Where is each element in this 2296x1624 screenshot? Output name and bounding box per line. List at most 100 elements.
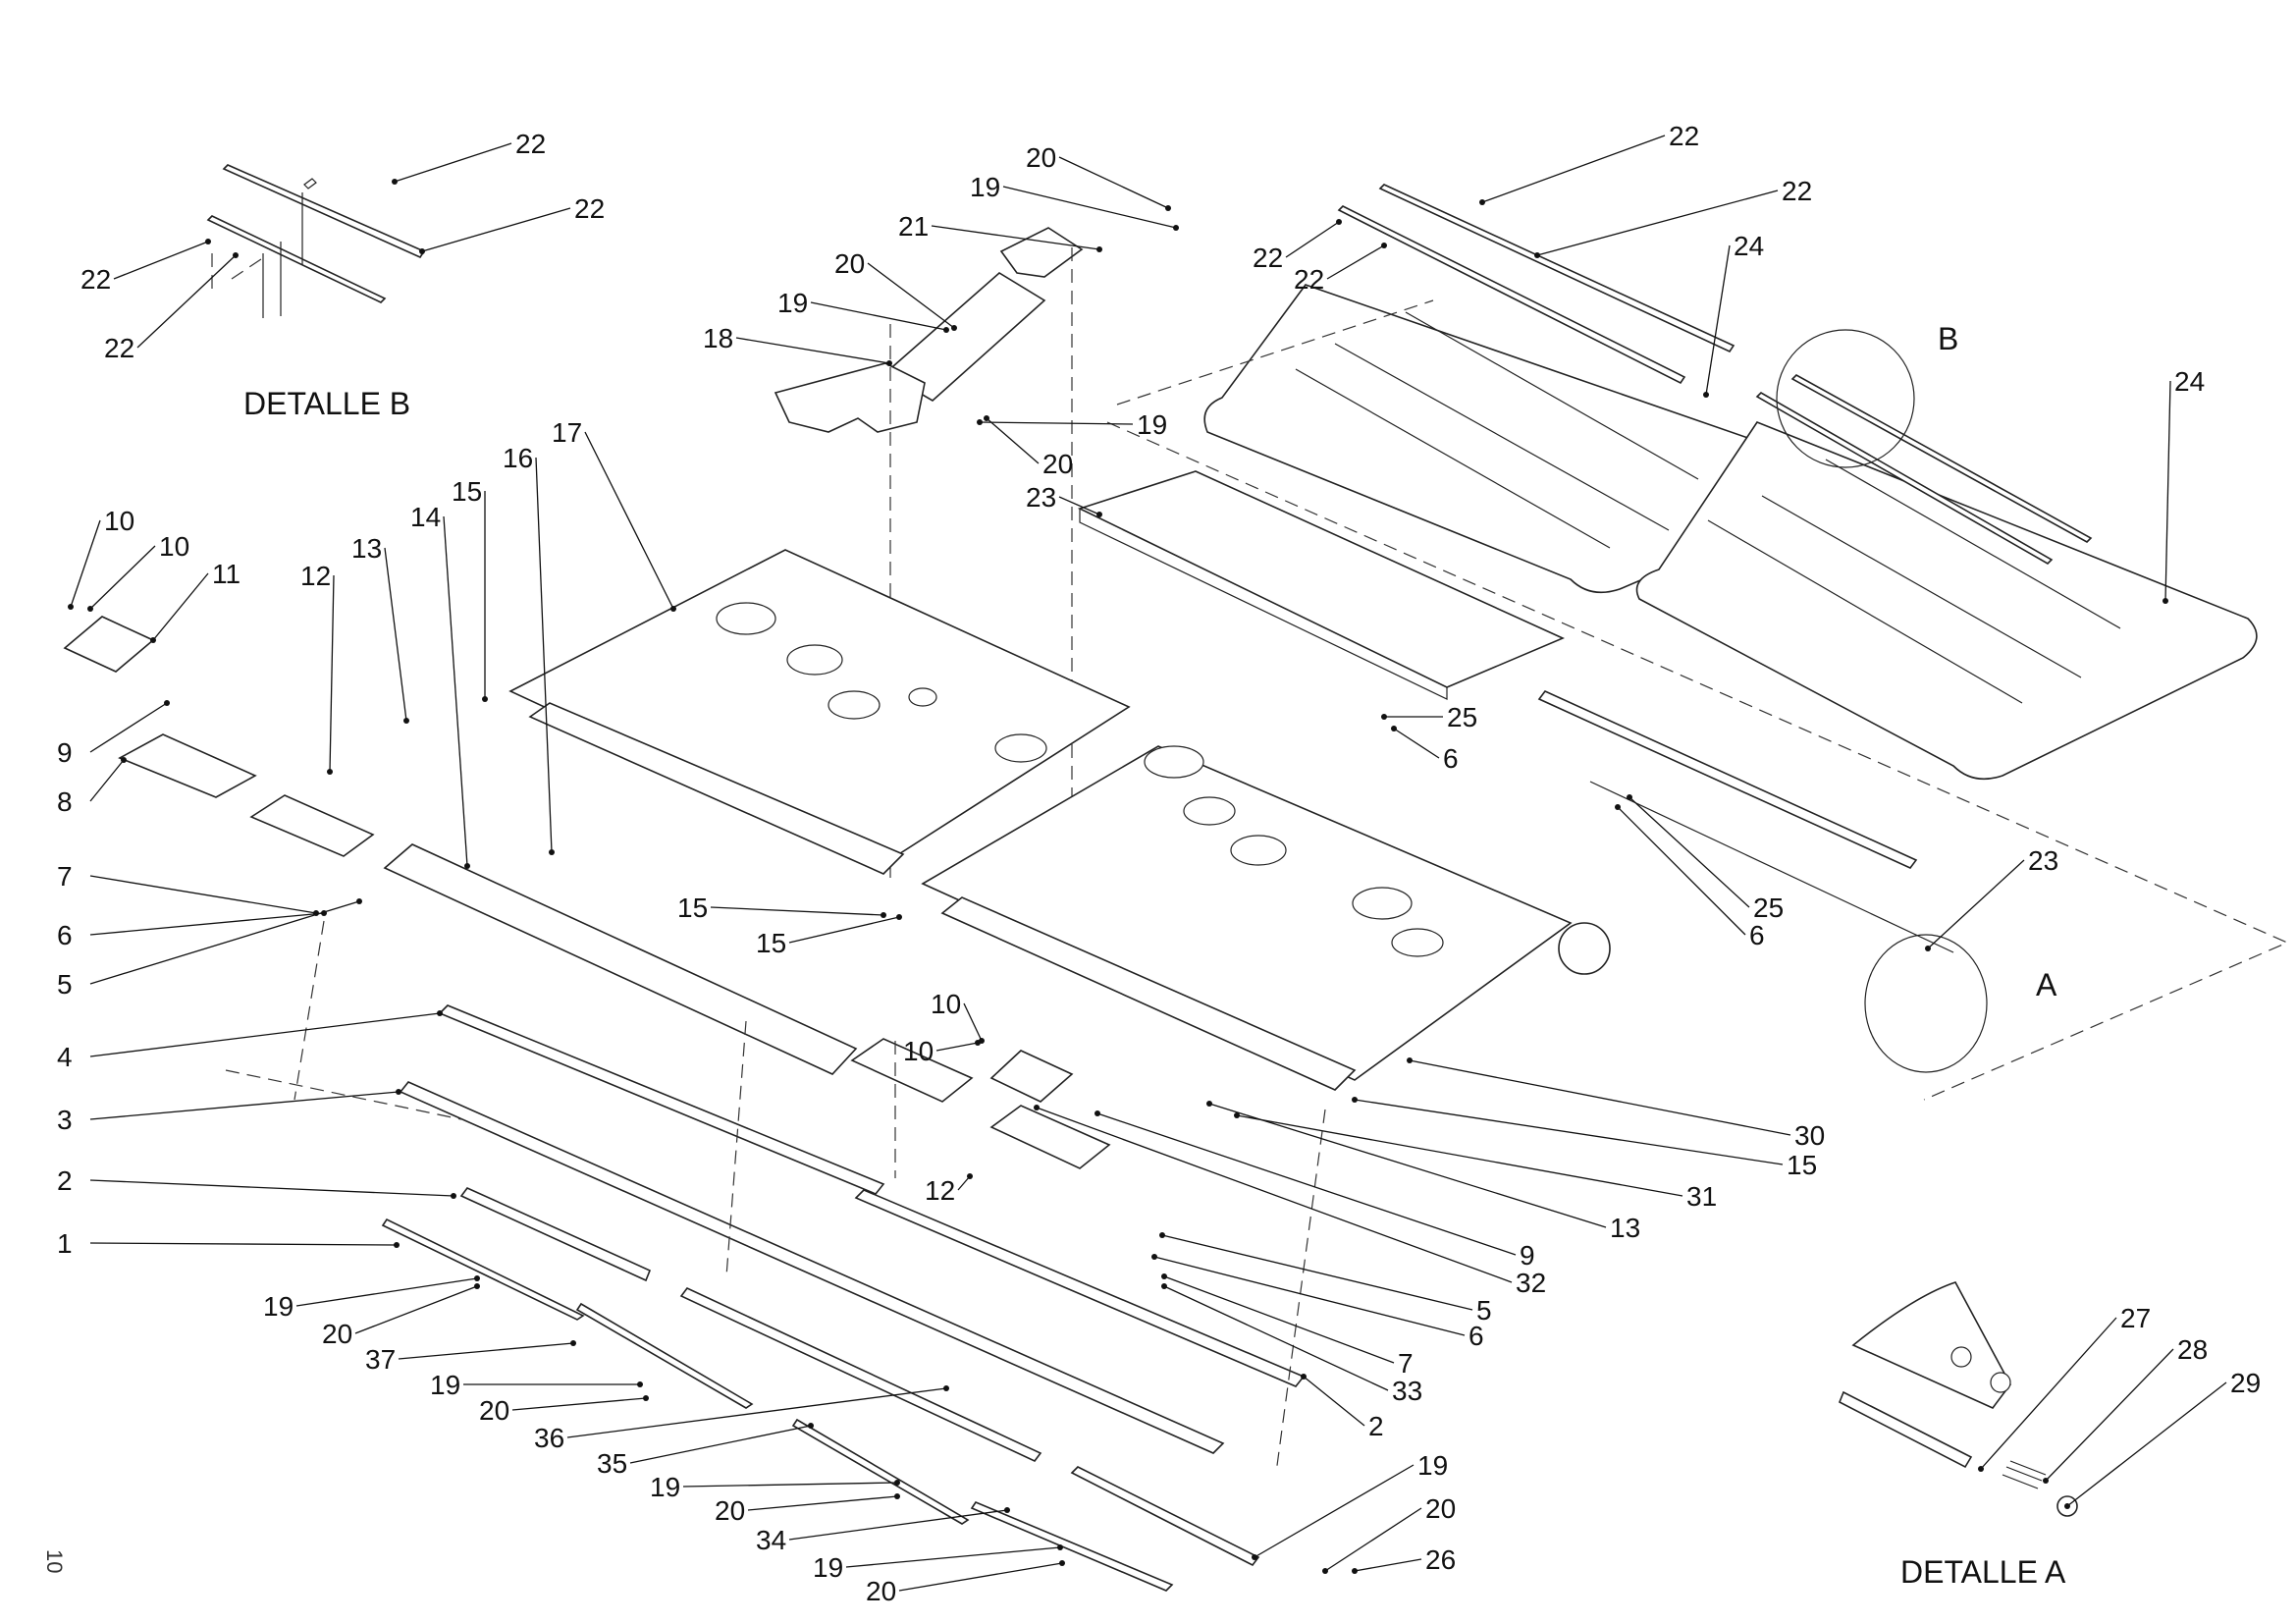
arrowhead-icon — [2064, 1503, 2070, 1509]
callout-label: 19 — [263, 1291, 294, 1322]
leader-line — [1096, 1112, 1517, 1256]
callout-10: 10 — [931, 989, 985, 1044]
leader-line — [566, 1387, 947, 1438]
detail-b-strip-lower — [206, 215, 387, 303]
arrowhead-icon — [1059, 1560, 1065, 1566]
callout-6: 6 — [1615, 804, 1765, 950]
callout-label: 20 — [479, 1395, 509, 1426]
leader-line — [89, 900, 360, 985]
leader-line — [89, 759, 125, 802]
leader-line — [629, 1425, 812, 1464]
callout-label: 25 — [1753, 893, 1784, 923]
callout-36: 36 — [534, 1385, 949, 1453]
arrowhead-icon — [1096, 246, 1102, 252]
arrowhead-icon — [1173, 225, 1179, 231]
callout-19: 19 — [970, 172, 1179, 231]
leader-line — [1980, 1317, 2117, 1470]
callout-label: 20 — [715, 1495, 745, 1526]
leader-line — [935, 1042, 979, 1052]
leader-line — [682, 1482, 898, 1488]
callout-5: 5 — [1159, 1232, 1492, 1326]
callout-16: 16 — [503, 443, 555, 855]
callout-label: 2 — [57, 1165, 73, 1196]
leader-line — [398, 1342, 574, 1360]
leader-line — [845, 1546, 1061, 1568]
arrowhead-icon — [394, 1242, 400, 1248]
callout-19: 19 — [1252, 1450, 1448, 1560]
arrowhead-icon — [943, 1385, 949, 1391]
leader-line — [1481, 135, 1666, 203]
arrowhead-icon — [1161, 1283, 1167, 1289]
strip-22-upper — [1378, 184, 1735, 353]
detail-b-group: DETALLE B — [206, 164, 426, 421]
callout-label: 36 — [534, 1423, 564, 1453]
arrowhead-icon — [951, 325, 957, 331]
callout-label: 30 — [1794, 1120, 1825, 1151]
callout-10: 10 — [68, 506, 134, 610]
callout-20: 20 — [479, 1395, 649, 1426]
callout-label: 27 — [2120, 1303, 2151, 1333]
callout-22: 22 — [1253, 219, 1342, 273]
leader-line — [535, 457, 553, 853]
leader-line — [1409, 1059, 1791, 1136]
callout-label: 32 — [1516, 1268, 1546, 1298]
cover-11 — [63, 616, 155, 673]
callout-label: 14 — [410, 502, 441, 532]
callout-11: 11 — [150, 559, 240, 643]
callout-label: 19 — [430, 1370, 460, 1400]
callout-15: 15 — [1352, 1097, 1817, 1180]
callout-label: 20 — [1042, 449, 1073, 479]
leader-line — [979, 421, 1134, 425]
frame-right-roller — [940, 896, 1357, 1091]
arrowhead-icon — [1391, 726, 1397, 731]
arrowhead-icon — [68, 604, 74, 610]
page-number: 10 — [42, 1549, 67, 1573]
leader-line — [89, 1179, 454, 1197]
callout-label: 23 — [2028, 845, 2058, 876]
callout-26: 26 — [1352, 1544, 1456, 1575]
detail-a-title: DETALLE A — [1900, 1554, 2066, 1590]
arrowhead-icon — [419, 248, 425, 254]
callout-28: 28 — [2043, 1334, 2208, 1484]
arrowhead-icon — [87, 606, 93, 612]
callout-20: 20 — [715, 1493, 900, 1526]
arrowhead-icon — [943, 327, 949, 333]
leader-line — [152, 572, 209, 641]
callout-14: 14 — [410, 502, 470, 869]
callout-label: 13 — [351, 533, 382, 564]
callout-15: 15 — [756, 914, 902, 958]
callout-label: 9 — [57, 737, 73, 768]
callout-34: 34 — [756, 1507, 1010, 1555]
leader-line — [1927, 859, 2025, 949]
arrowhead-icon — [894, 1493, 900, 1499]
callout-10: 10 — [903, 1036, 981, 1066]
leader-line — [1393, 728, 1440, 759]
callout-label: 8 — [57, 786, 73, 817]
arrowhead-icon — [637, 1381, 643, 1387]
callout-12: 12 — [300, 561, 335, 775]
arrowhead-icon — [150, 637, 156, 643]
callout-label: 15 — [452, 476, 482, 507]
callout-label: 22 — [80, 264, 111, 295]
arrowhead-icon — [808, 1423, 814, 1429]
arrowhead-icon — [403, 718, 409, 724]
callout-19: 19 — [777, 288, 949, 333]
arrowhead-icon — [1381, 714, 1387, 720]
arrowhead-icon — [233, 252, 239, 258]
callout-label: 18 — [703, 323, 733, 353]
leader-line — [136, 254, 237, 349]
arrowhead-icon — [474, 1283, 480, 1289]
leader-line — [89, 912, 325, 936]
callout-label: 10 — [104, 506, 134, 536]
arrowhead-icon — [1627, 794, 1632, 800]
callout-label: 24 — [1734, 231, 1764, 261]
callout-19: 19 — [813, 1544, 1063, 1583]
leader-line — [1036, 1107, 1513, 1283]
callout-4: 4 — [57, 1010, 443, 1072]
cover-plate — [1077, 470, 1565, 688]
arrowhead-icon — [1096, 512, 1102, 517]
callout-label: 5 — [1476, 1295, 1492, 1326]
arrowhead-icon — [549, 849, 555, 855]
cover-edge-teeth — [1079, 509, 1448, 700]
callout-label: 5 — [57, 969, 73, 1000]
